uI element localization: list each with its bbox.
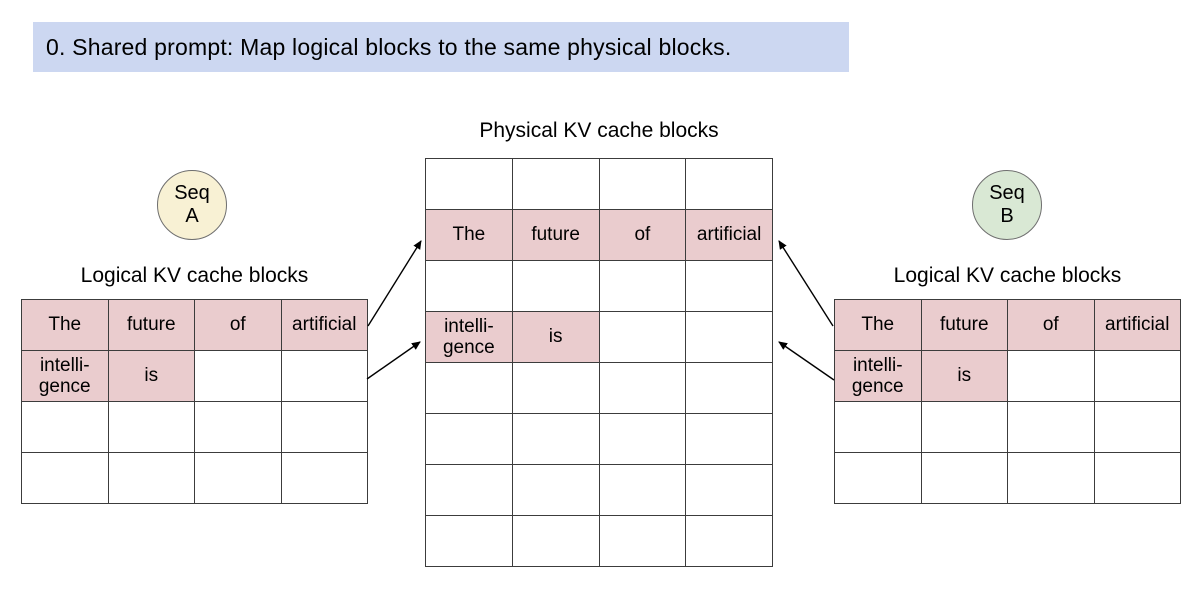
table-cell: of bbox=[194, 299, 282, 351]
table-cell bbox=[1007, 401, 1095, 453]
table-cell bbox=[1093, 452, 1181, 504]
table-cell bbox=[834, 401, 922, 453]
title-banner: 0. Shared prompt: Map logical blocks to … bbox=[33, 22, 849, 72]
table-cell bbox=[280, 350, 368, 402]
table-cell bbox=[21, 452, 109, 504]
table-row bbox=[425, 260, 773, 312]
table-cell: is bbox=[920, 350, 1008, 402]
seq-b-label-line1: Seq bbox=[989, 182, 1025, 204]
table-cell bbox=[425, 515, 513, 567]
table-cell bbox=[511, 464, 600, 516]
table-cell bbox=[425, 413, 513, 465]
table-cell bbox=[598, 413, 687, 465]
right-logical-table-title: Logical KV cache blocks bbox=[893, 264, 1122, 287]
left-logical-table-title: Logical KV cache blocks bbox=[80, 264, 309, 287]
table-cell bbox=[598, 260, 687, 312]
table-cell bbox=[920, 452, 1008, 504]
table-cell bbox=[1093, 401, 1181, 453]
table-row bbox=[21, 452, 368, 504]
table-cell bbox=[1093, 350, 1181, 402]
table-cell bbox=[425, 260, 513, 312]
arrow-seq-b-block-1 bbox=[778, 341, 835, 381]
table-row bbox=[425, 362, 773, 414]
seq-b-badge: Seq B bbox=[972, 170, 1042, 240]
seq-b-label-line2: B bbox=[1000, 205, 1014, 227]
table-cell bbox=[685, 311, 773, 363]
table-cell: intelli- gence bbox=[425, 311, 513, 363]
table-cell bbox=[598, 311, 687, 363]
seq-a-label-line1: Seq bbox=[174, 182, 210, 204]
table-cell: is bbox=[107, 350, 195, 402]
table-cell: intelli- gence bbox=[21, 350, 109, 402]
table-row bbox=[21, 401, 368, 453]
table-cell: artificial bbox=[280, 299, 368, 351]
table-row bbox=[425, 158, 773, 210]
table-cell bbox=[425, 362, 513, 414]
table-cell bbox=[1007, 452, 1095, 504]
table-cell bbox=[1007, 350, 1095, 402]
table-cell: artificial bbox=[1093, 299, 1181, 351]
table-cell bbox=[598, 464, 687, 516]
table-row bbox=[834, 452, 1181, 504]
table-cell bbox=[511, 515, 600, 567]
table-cell bbox=[107, 452, 195, 504]
table-row bbox=[834, 401, 1181, 453]
table-cell bbox=[107, 401, 195, 453]
physical-table-title: Physical KV cache blocks bbox=[479, 119, 719, 142]
table-cell: The bbox=[21, 299, 109, 351]
table-cell bbox=[685, 362, 773, 414]
table-cell: intelli- gence bbox=[834, 350, 922, 402]
table-cell bbox=[511, 260, 600, 312]
table-cell bbox=[598, 362, 687, 414]
table-row bbox=[425, 413, 773, 465]
table-cell bbox=[685, 413, 773, 465]
table-cell: The bbox=[425, 209, 513, 261]
table-cell bbox=[280, 401, 368, 453]
seq-a-badge: Seq A bbox=[157, 170, 227, 240]
table-cell bbox=[685, 260, 773, 312]
seq-a-label-line2: A bbox=[185, 205, 199, 227]
table-cell bbox=[280, 452, 368, 504]
arrow-seq-a-block-1 bbox=[366, 341, 421, 380]
table-cell bbox=[194, 401, 282, 453]
table-cell bbox=[598, 158, 687, 210]
table-cell: artificial bbox=[685, 209, 773, 261]
table-cell: of bbox=[1007, 299, 1095, 351]
table-cell bbox=[685, 158, 773, 210]
table-cell: future bbox=[107, 299, 195, 351]
arrow-seq-b-block-0 bbox=[778, 240, 834, 327]
table-cell bbox=[511, 158, 600, 210]
arrow-seq-a-block-0 bbox=[367, 240, 422, 327]
table-cell bbox=[21, 401, 109, 453]
table-row bbox=[425, 464, 773, 516]
title-banner-text: 0. Shared prompt: Map logical blocks to … bbox=[46, 33, 732, 60]
table-cell: of bbox=[598, 209, 687, 261]
table-cell bbox=[194, 452, 282, 504]
table-cell: The bbox=[834, 299, 922, 351]
table-cell: future bbox=[920, 299, 1008, 351]
table-cell bbox=[511, 362, 600, 414]
table-cell bbox=[425, 158, 513, 210]
table-cell bbox=[920, 401, 1008, 453]
table-cell bbox=[685, 464, 773, 516]
table-cell: is bbox=[511, 311, 600, 363]
table-cell bbox=[511, 413, 600, 465]
table-cell: future bbox=[511, 209, 600, 261]
table-cell bbox=[425, 464, 513, 516]
table-cell bbox=[834, 452, 922, 504]
table-row bbox=[425, 515, 773, 567]
table-cell bbox=[685, 515, 773, 567]
table-cell bbox=[598, 515, 687, 567]
table-cell bbox=[194, 350, 282, 402]
